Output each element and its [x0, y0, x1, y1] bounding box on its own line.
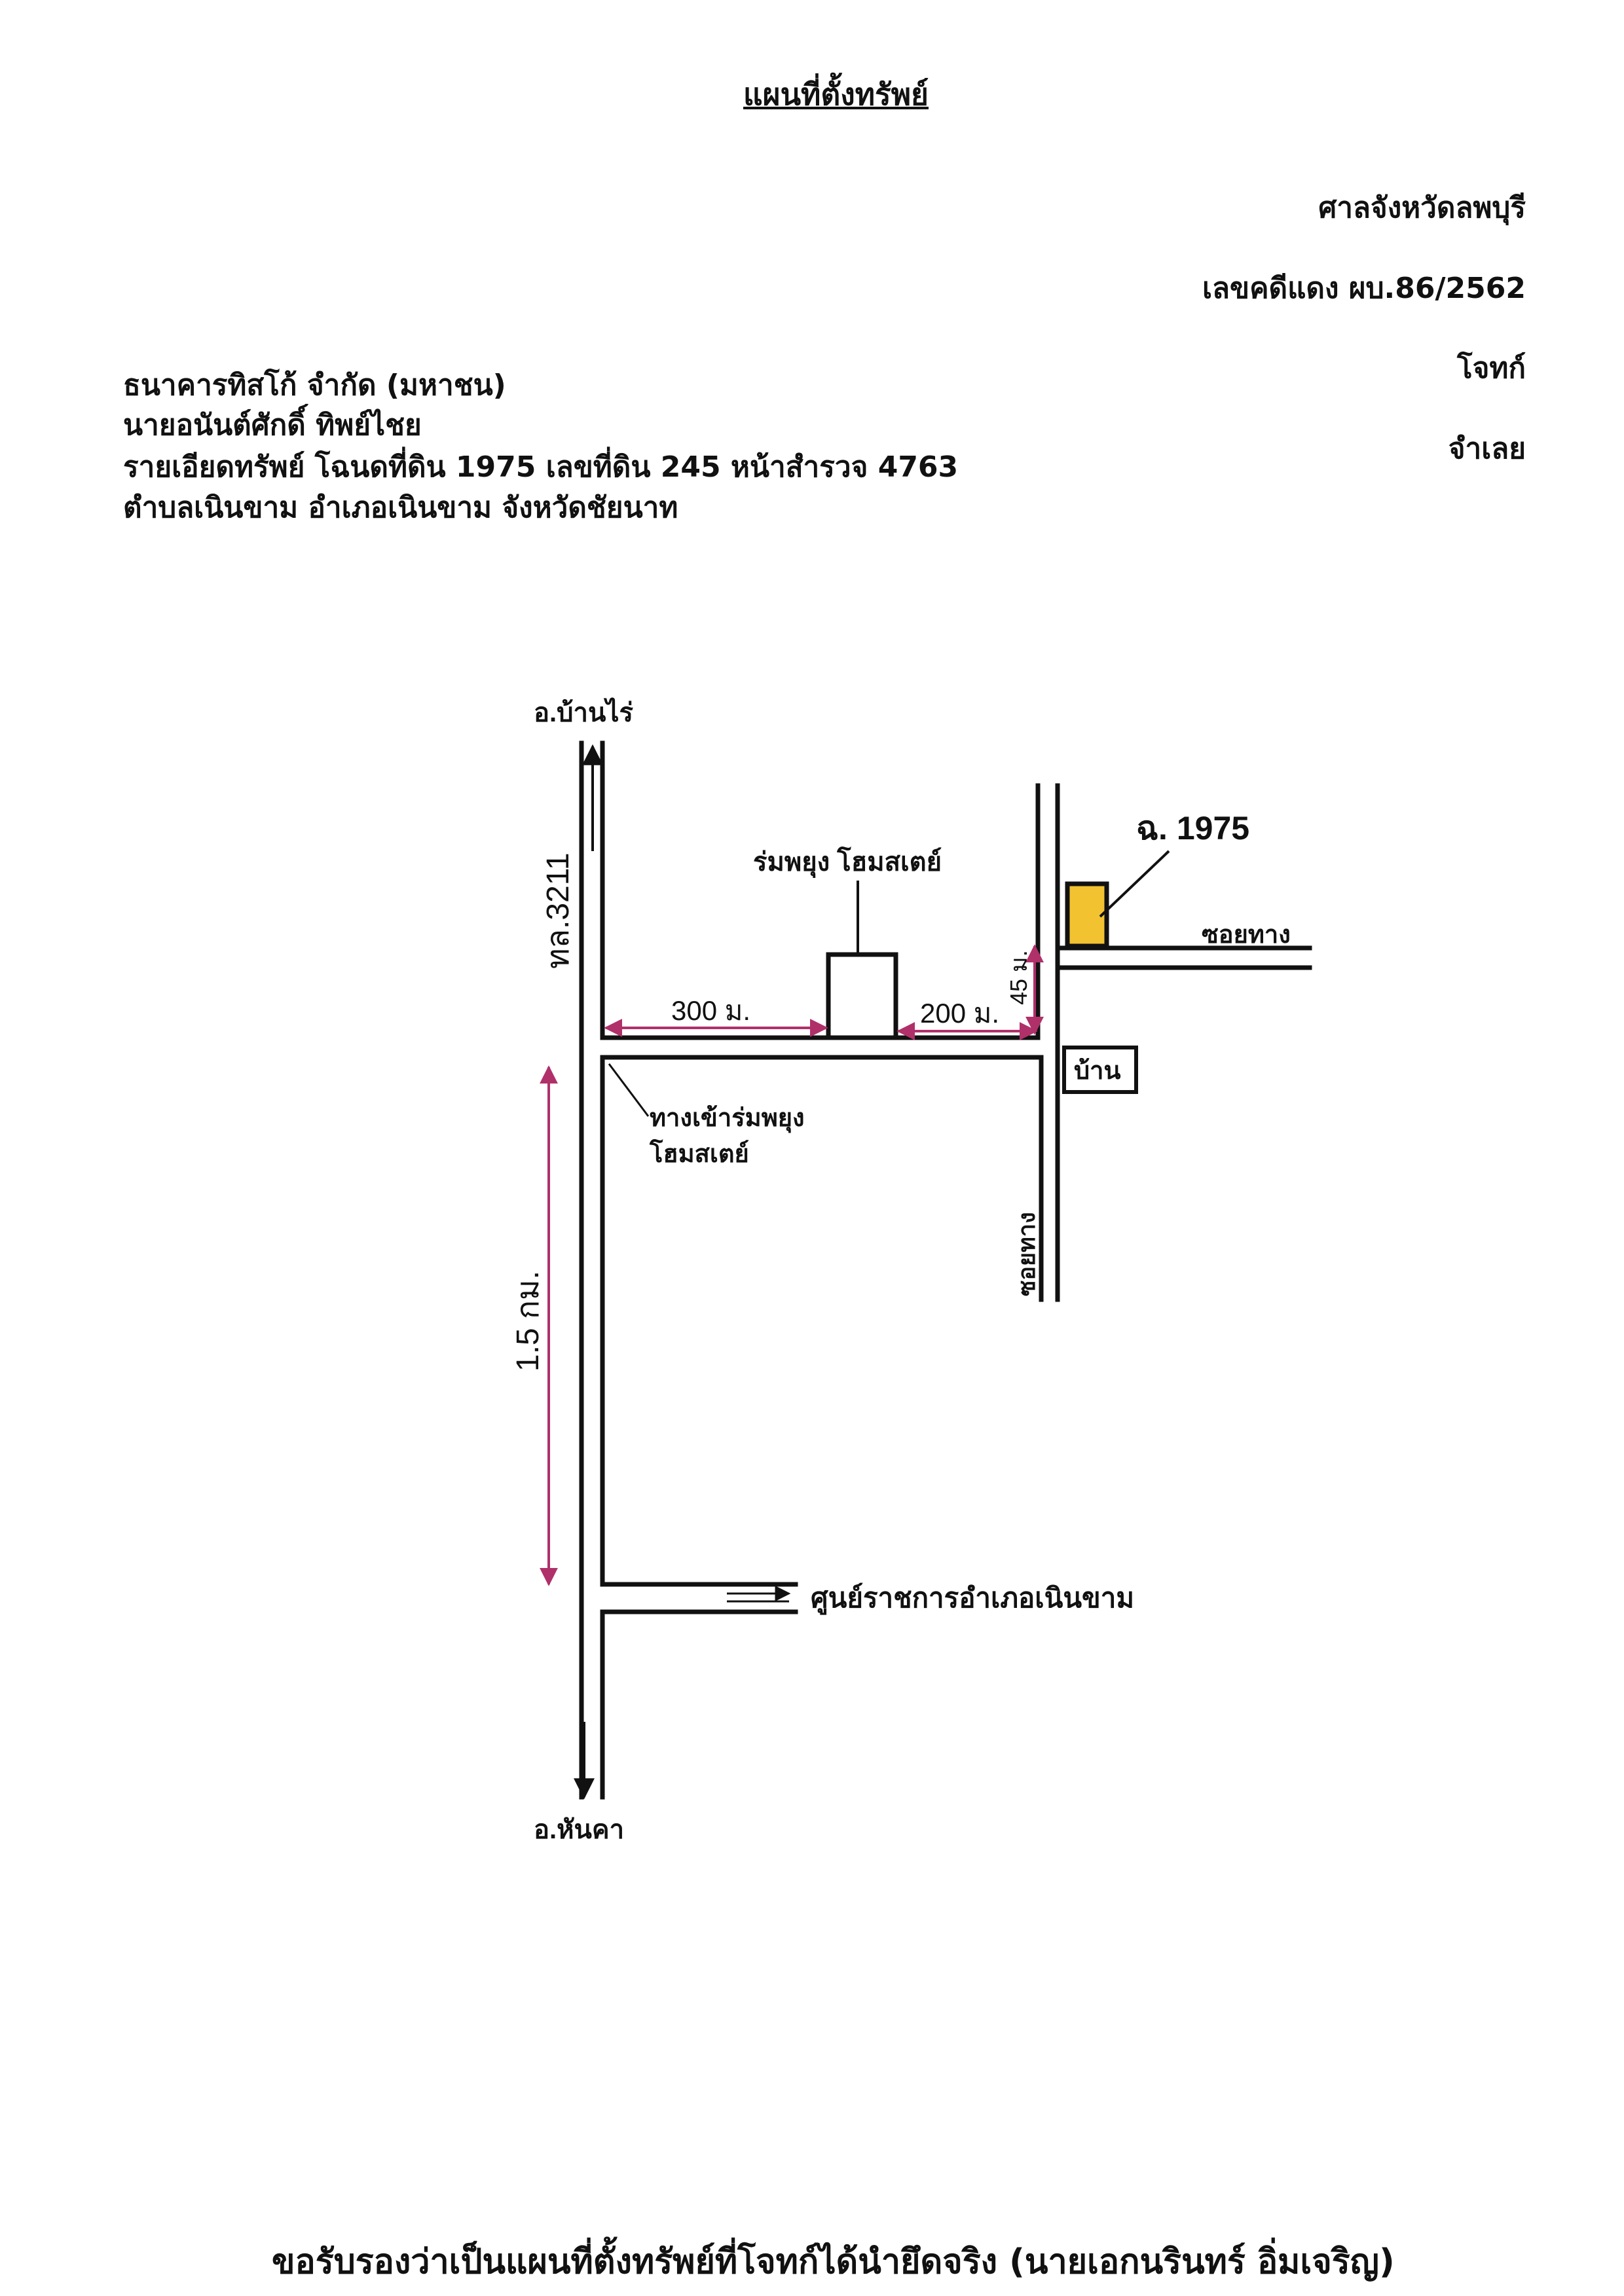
house-label: บ้าน — [1074, 1057, 1120, 1085]
case-number: เลขคดีแดง ผบ.86/2562 — [1202, 272, 1526, 305]
homestay-label: ร่มพยุง โฮมสเตย์ — [753, 847, 942, 879]
south-label: อ.หันคา — [534, 1815, 624, 1844]
district-office-label: ศูนย์ราชการอำเภอเนินขาม — [811, 1582, 1134, 1615]
alley-label-horizontal: ซอยทาง — [1202, 921, 1291, 949]
house-box — [1062, 1046, 1138, 1094]
defendant-name: นายอนันต์ศักดิ์ ทิพย์ไชย — [123, 409, 422, 442]
alley-label-vertical: ซอยทาง — [1013, 1212, 1040, 1296]
entrance-label-line2: โฮมสเตย์ — [649, 1139, 749, 1168]
distance-200m-label: 200 ม. — [920, 998, 999, 1029]
distance-1-5km-label: 1.5 กม. — [511, 1271, 545, 1372]
document-title: แผนที่ตั้งทรัพย์ — [743, 77, 929, 112]
parcel-label: ฉ. 1975 — [1136, 810, 1249, 847]
court-name: ศาลจังหวัดลพบุรี — [1318, 191, 1526, 225]
asset-location: ตำบลเนินขาม อำเภอเนินขาม จังหวัดชัยนาท — [123, 491, 678, 524]
defendant-label: จำเลย — [1448, 432, 1526, 465]
plaintiff-name: ธนาคารทิสโก้ จำกัด (มหาชน) — [123, 369, 506, 402]
asset-detail: รายเอียดทรัพย์ โฉนดที่ดิน 1975 เลขที่ดิน… — [123, 450, 959, 484]
homestay-building — [826, 952, 898, 1040]
parcel-leader-line — [1099, 850, 1170, 918]
highway-label: ทล.3211 — [541, 852, 576, 969]
distance-300m-label: 300 ม. — [671, 995, 750, 1026]
certification-footer: ขอรับรองว่าเป็นแผนที่ตั้งทรัพย์ที่โจทก์ไ… — [272, 2242, 1395, 2282]
north-label: อ.บ้านไร่ — [534, 697, 633, 727]
entrance-leader-line — [608, 1063, 650, 1117]
plaintiff-label: โจทก์ — [1456, 352, 1526, 385]
distance-45m-label: 45 ม. — [1005, 950, 1032, 1005]
entrance-label-line1: ทางเข้าร่มพยุง — [650, 1104, 805, 1133]
